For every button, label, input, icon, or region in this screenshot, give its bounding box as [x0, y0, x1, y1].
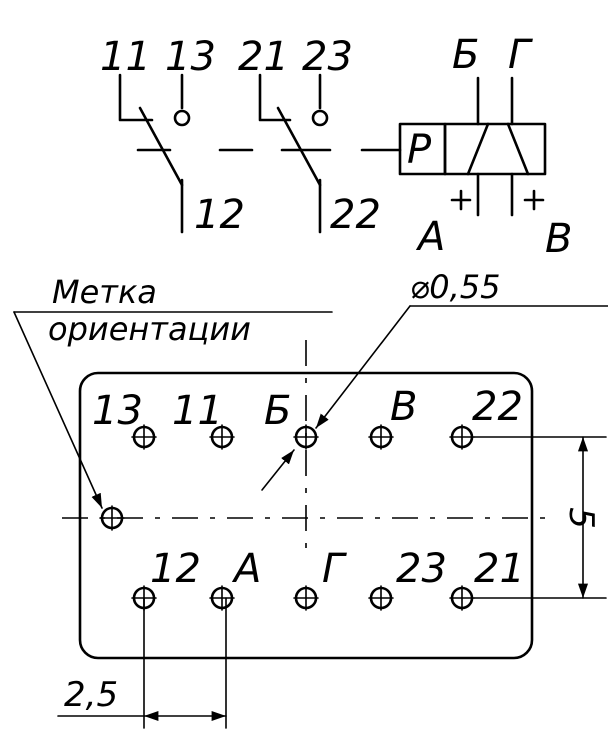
plus-sign-left — [450, 189, 472, 211]
orientation-mark-label-line1: Метка — [52, 273, 157, 311]
relay-coil: Б Г Р А В — [398, 32, 572, 262]
footprint-drawing: Метка ориентации ⌀0,55 13 11 Б В 22 — [13, 268, 608, 729]
pin-label-21: 21 — [474, 546, 525, 592]
row-spacing-value: 5 — [561, 507, 601, 529]
pin-hole-21 — [449, 585, 475, 611]
terminal-label-a-cyr: А — [415, 214, 445, 260]
schematic-diagram: 11 13 12 21 23 22 Б Г — [100, 32, 572, 262]
pin-label-b-cyr: Б — [264, 388, 291, 434]
terminal-label-12: 12 — [194, 192, 245, 238]
row-spacing-dimension: 5 — [473, 436, 607, 599]
pitch-dimension: 2,5 — [57, 597, 227, 729]
terminal-label-g-cyr: Г — [508, 32, 533, 78]
pin-label-12: 12 — [150, 546, 201, 592]
contact-group-2: 21 23 22 — [238, 34, 381, 238]
coil-winding-stroke — [506, 122, 530, 176]
pin-label-v-cyr: В — [390, 384, 417, 430]
terminal-label-b-cyr: Б — [452, 32, 479, 78]
pin-hole-v-cyr — [368, 424, 394, 450]
hole-diameter-label: ⌀0,55 — [410, 268, 501, 306]
coil-letter: Р — [407, 127, 432, 173]
terminal-label-22: 22 — [330, 192, 381, 238]
terminal-label-11: 11 — [100, 34, 151, 80]
pin-hole-11 — [209, 424, 235, 450]
terminal-label-21: 21 — [238, 34, 289, 80]
contact-common-lead — [118, 73, 154, 122]
diameter-leader — [315, 305, 411, 429]
coil-box — [443, 122, 547, 176]
orientation-mark-leader — [13, 311, 103, 509]
contact-common-lead — [258, 73, 292, 122]
pin-hole-a-cyr — [209, 585, 235, 611]
terminal-label-13: 13 — [165, 34, 216, 80]
terminal-label-23: 23 — [302, 34, 353, 80]
orientation-mark-label-line2: ориентации — [48, 310, 251, 348]
pin-label-13: 13 — [92, 388, 143, 434]
contact-no-terminal — [311, 109, 329, 127]
pin-hole-b-cyr — [293, 424, 319, 450]
pin-hole-22 — [449, 424, 475, 450]
pitch-value: 2,5 — [64, 675, 118, 715]
pin-label-g-cyr: Г — [322, 546, 347, 592]
contact-blade — [276, 106, 322, 187]
package-outline — [78, 371, 534, 660]
coil-winding-stroke — [466, 122, 490, 176]
pin-label-a-cyr: А — [231, 546, 261, 592]
pin-hole-23 — [368, 585, 394, 611]
contact-group-1: 11 13 12 — [100, 34, 245, 238]
contact-blade — [138, 106, 184, 187]
orientation-mark-hole — [99, 505, 125, 531]
diameter-arrow-lower — [261, 449, 295, 491]
pin-label-11: 11 — [172, 388, 223, 434]
pin-label-22: 22 — [472, 384, 523, 430]
pin-label-23: 23 — [396, 546, 447, 592]
plus-sign-right — [523, 189, 545, 211]
pin-hole-g-cyr — [293, 585, 319, 611]
pin-hole-13 — [131, 424, 157, 450]
contact-no-terminal — [173, 109, 191, 127]
terminal-label-v-cyr: В — [545, 216, 572, 262]
